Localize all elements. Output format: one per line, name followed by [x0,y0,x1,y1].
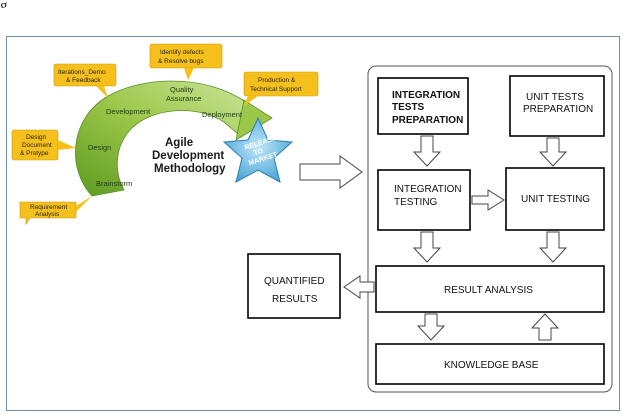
svg-text:UNIT TESTING: UNIT TESTING [521,194,590,205]
arrow-to-testing-panel [299,155,363,189]
svg-text:Identify defects: Identify defects [160,49,204,56]
release-to-market-star: RELEASE TO MARKET [222,116,294,183]
segment-design: Design [88,143,111,152]
segment-assurance: Assurance [166,94,201,103]
svg-text:Iterations_Demo: Iterations_Demo [58,69,106,76]
svg-text:Document: Document [22,142,52,149]
callout-identify-defects: Identify defects & Resolve bugs [149,43,223,80]
segment-deployment: Deployment [202,110,243,119]
svg-text:RESULTS: RESULTS [272,294,318,305]
svg-text:PREPARATION: PREPARATION [523,104,593,115]
svg-text:Requirement: Requirement [30,204,67,211]
callout-production-support: Production & Technical Support [243,71,319,106]
arrow-right-to-unit-testing [471,189,505,211]
box-quantified-results: QUANTIFIED RESULTS [247,253,341,319]
callout-design-document: Design Document & Protype [11,129,76,161]
box-result-analysis: RESULT ANALYSIS [375,265,605,313]
svg-text:& Feedback: & Feedback [66,77,101,84]
page-top-text-fragment: g [0,0,8,8]
arrow-down-to-knowledge-base [416,313,446,341]
svg-text:& Resolve bugs: & Resolve bugs [158,58,204,65]
arrow-down-unit-testing [538,231,568,263]
segment-development: Development [106,107,151,116]
box-integration-testing: INTEGRATION TESTING [377,169,471,231]
box-unit-testing: UNIT TESTING [505,167,605,231]
callout-iterations-demo: Iterations_Demo & Feedback [53,63,117,98]
svg-text:INTEGRATION: INTEGRATION [394,184,462,195]
agile-title-line-3: Methodology [154,163,226,175]
svg-text:TESTS: TESTS [392,102,425,113]
svg-text:TESTING: TESTING [394,197,438,208]
svg-text:Production &: Production & [258,77,296,84]
svg-text:Analysis: Analysis [35,211,60,218]
svg-text:& Protype: & Protype [20,150,49,157]
svg-text:INTEGRATION: INTEGRATION [392,90,460,101]
arrow-down-integration-prep [412,135,442,167]
box-unit-tests-preparation: UNIT TESTS PREPARATION [509,75,605,137]
arrow-down-unit-prep [538,137,568,167]
svg-text:Design: Design [26,134,47,141]
svg-text:PREPARATION: PREPARATION [392,115,463,126]
svg-text:RESULT ANALYSIS: RESULT ANALYSIS [444,285,533,296]
svg-text:UNIT TESTS: UNIT TESTS [526,92,584,103]
agile-title-line-2: Development [152,150,224,162]
arrow-left-to-quantified-results [343,275,375,299]
svg-text:Technical Support: Technical Support [250,86,302,93]
segment-quality: Quality [170,85,194,94]
segment-brainstorm: Brainstorm [96,179,132,188]
agile-cycle: Brainstorm Design Development Quality As… [11,43,319,225]
svg-text:TO: TO [253,147,265,157]
svg-text:QUANTIFIED: QUANTIFIED [264,276,325,287]
svg-text:KNOWLEDGE BASE: KNOWLEDGE BASE [444,360,539,371]
arrow-down-integration-testing [412,231,442,263]
agile-title-line-1: Agile [165,137,193,149]
callout-requirement-analysis: Requirement Analysis [19,196,92,225]
box-knowledge-base: KNOWLEDGE BASE [375,343,605,385]
arrow-up-to-result-analysis [530,313,560,341]
box-integration-tests-preparation: INTEGRATION TESTS PREPARATION [377,77,469,135]
